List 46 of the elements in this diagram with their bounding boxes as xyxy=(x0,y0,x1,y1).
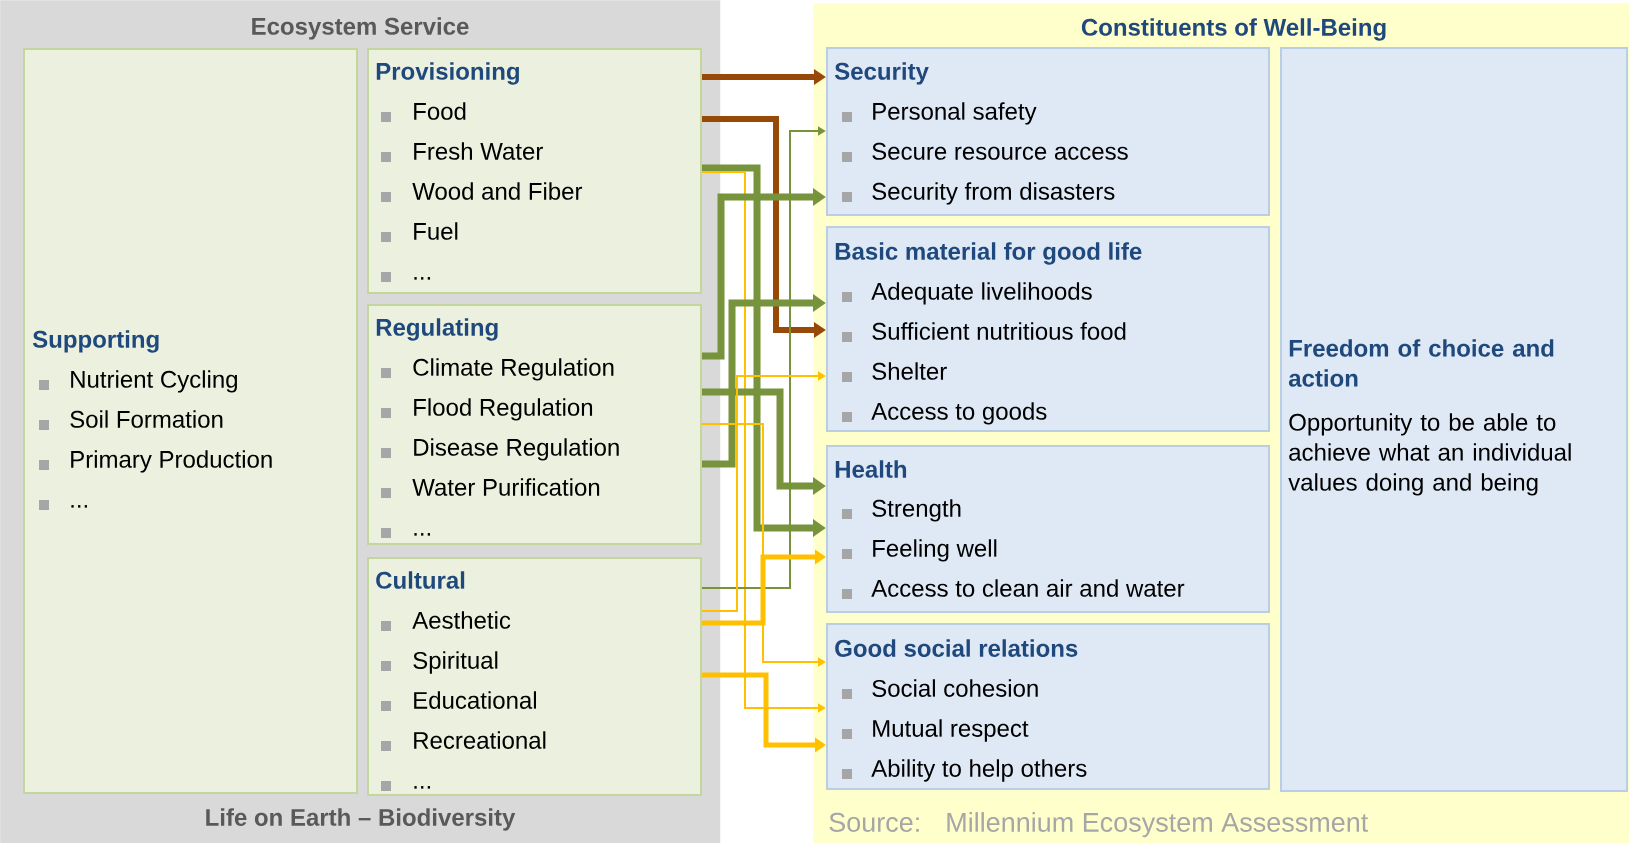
bullet-item: Fuel xyxy=(381,222,458,242)
panel-title: Constituents of Well-Being xyxy=(1081,18,1386,41)
bullet-item: Educational xyxy=(381,691,536,711)
bullet-item: Secure resource access xyxy=(842,142,1128,162)
bullet-item: Social cohesion xyxy=(842,679,1038,699)
bullet-item: Access to clean air and water xyxy=(842,579,1185,599)
bullet-item: Strength xyxy=(842,499,961,522)
bullet-item: Climate Regulation xyxy=(381,358,614,381)
bullet-item: Access to goods xyxy=(842,402,1047,425)
panel-footer: Life on Earth – Biodiversity xyxy=(206,808,516,831)
bullet-item: Shelter xyxy=(842,362,947,382)
bullet-item: Soil Formation xyxy=(39,410,223,430)
bullet-item: Fresh Water xyxy=(381,142,543,162)
bullet-item: Wood and Fiber xyxy=(381,182,583,202)
bullet-item: Disease Regulation xyxy=(381,438,619,461)
box-heading: Basic material for good life xyxy=(835,242,1142,265)
box-description: Opportunity to be able to achieve what an individual values doing and being xyxy=(1288,413,1571,496)
box-heading: Freedom of choice and action xyxy=(1288,339,1554,387)
bullet-item: ... xyxy=(381,272,431,282)
bullet-item: Nutrient Cycling xyxy=(39,370,237,393)
bullet-item: Water Purification xyxy=(381,478,600,498)
box-heading: Supporting xyxy=(32,330,159,353)
box-heading: Provisioning xyxy=(376,62,519,85)
bullet-item: Ability to help others xyxy=(842,759,1087,782)
bullet-item: ... xyxy=(381,781,431,791)
bullet-item: Aesthetic xyxy=(381,611,511,631)
bullet-item: Recreational xyxy=(381,731,546,751)
bullet-item: Feeling well xyxy=(842,539,997,562)
bullet-item: Spiritual xyxy=(381,651,498,674)
bullet-item: Flood Regulation xyxy=(381,398,593,421)
bullet-item: Sufficient nutritious food xyxy=(842,322,1126,342)
bullet-item: Food xyxy=(381,102,466,122)
bullet-item: Primary Production xyxy=(39,450,272,473)
source-note: Millennium Ecosystem Assessment xyxy=(947,812,1369,838)
box-heading: Security xyxy=(834,62,929,85)
bullet-item: Personal safety xyxy=(842,102,1037,125)
box-heading: Regulating xyxy=(376,318,498,341)
panel-title: Ecosystem Service xyxy=(252,17,469,40)
bullet-item: Mutual respect xyxy=(842,719,1029,742)
box-heading: Cultural xyxy=(376,571,465,589)
box-heading: Good social relations xyxy=(835,639,1078,657)
bullet-item: ... xyxy=(381,528,431,538)
bullet-item: Adequate livelihoods xyxy=(842,282,1092,305)
bullet-item: Security from disasters xyxy=(842,182,1115,205)
bullet-item: ... xyxy=(39,500,88,510)
box-heading: Health xyxy=(835,460,907,478)
